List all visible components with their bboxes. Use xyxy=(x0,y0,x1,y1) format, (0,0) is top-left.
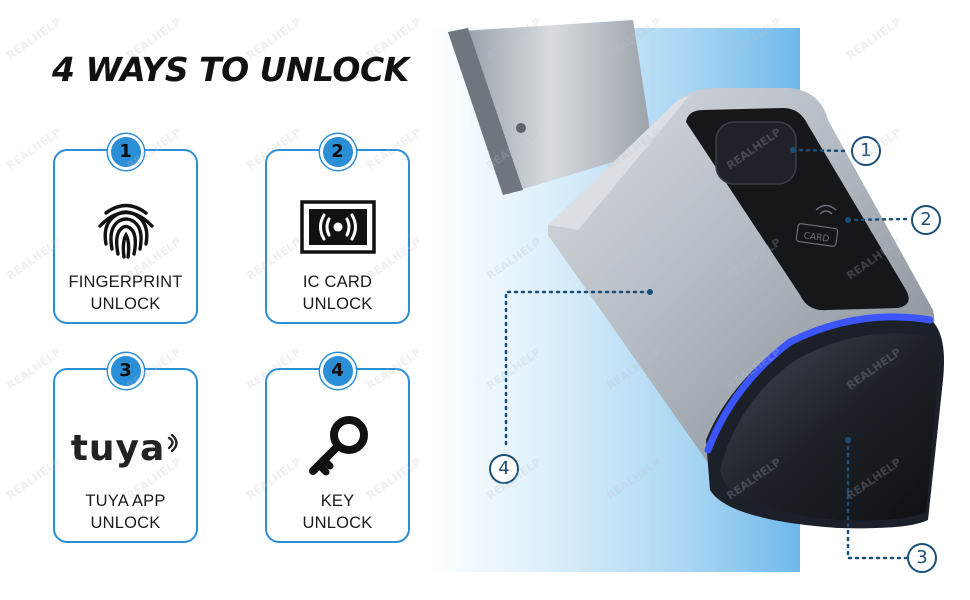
callout-3: 3 xyxy=(907,543,937,573)
callout-4: 4 xyxy=(489,454,519,484)
fingerprint-unlock-card: 1 FINGERPRINT UNLOCK xyxy=(53,134,198,324)
tuya-app-unlock-card: 3 tuya TUYA APP UNLOCK xyxy=(53,353,198,543)
wifi-signal-icon xyxy=(168,433,178,452)
step-badge: 1 xyxy=(107,134,144,170)
key-unlock-card: 4 KEY UNLOCK xyxy=(265,353,410,543)
smart-lock-cylinder-image: CARD xyxy=(448,20,944,560)
key-icon xyxy=(267,412,408,484)
sensor-panel: CARD xyxy=(686,108,909,311)
tuya-wordmark: tuya xyxy=(70,427,166,469)
callout-leader-lines xyxy=(504,148,908,560)
svg-text:CARD: CARD xyxy=(803,231,830,244)
method-label: TUYA APP UNLOCK xyxy=(85,492,166,532)
tuya-logo: tuya xyxy=(55,412,196,484)
method-label: FINGERPRINT UNLOCK xyxy=(68,273,183,313)
callout-1: 1 xyxy=(851,136,881,166)
method-label: KEY UNLOCK xyxy=(302,492,373,532)
method-label: IC CARD UNLOCK xyxy=(302,273,373,313)
fingerprint-sensor xyxy=(715,121,797,185)
step-badge: 3 xyxy=(107,353,144,389)
step-badge: 2 xyxy=(319,134,356,170)
page-title: 4 WAYS TO UNLOCK xyxy=(52,50,409,89)
cylinder-bar xyxy=(448,20,653,195)
callout-2: 2 xyxy=(911,205,941,235)
callout-dots xyxy=(647,147,851,443)
knob-with-led-ring xyxy=(704,313,944,529)
ic-card-unlock-card: 2 IC CARD UNLOCK xyxy=(265,134,410,324)
card-reader-mark: CARD xyxy=(795,204,839,247)
fingerprint-icon xyxy=(55,193,196,265)
step-badge: 4 xyxy=(319,353,356,389)
rfid-card-icon xyxy=(267,193,408,265)
